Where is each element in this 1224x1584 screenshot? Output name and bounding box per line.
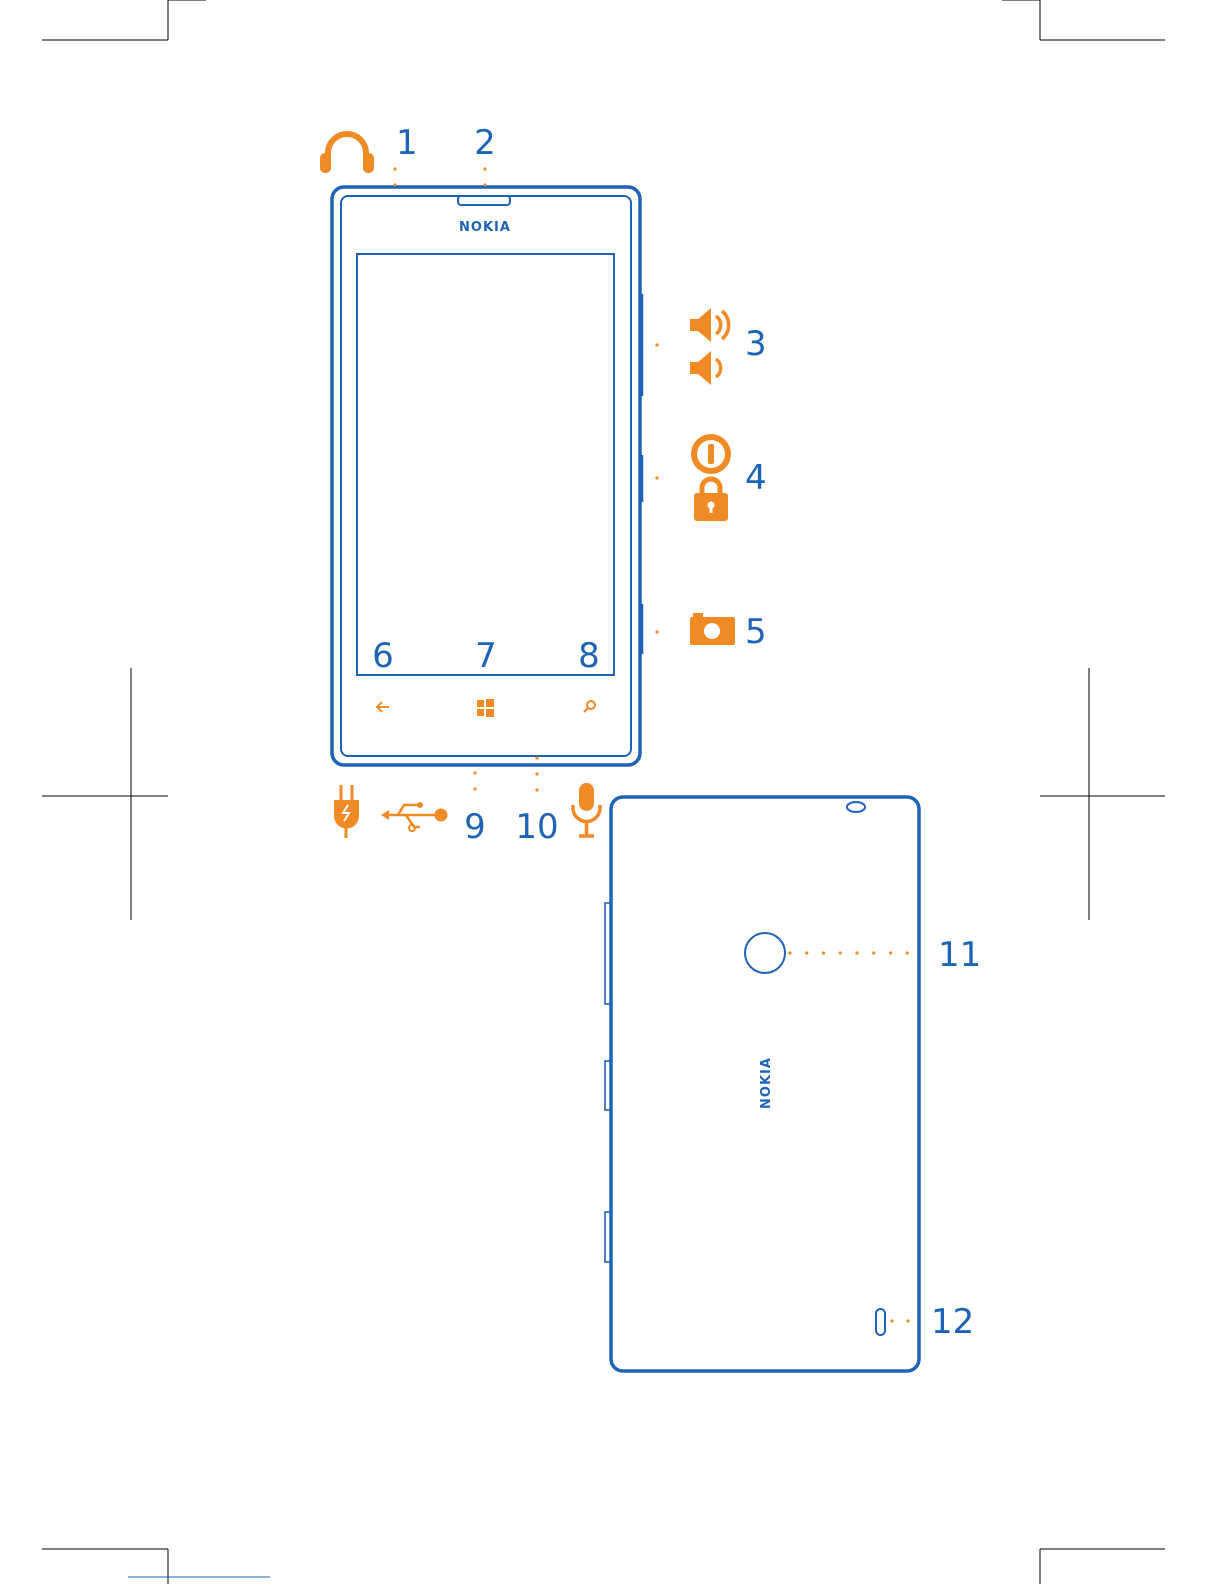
callout-12: 12 <box>931 1302 974 1342</box>
crop-marks <box>42 0 1165 1584</box>
back-flash <box>847 802 865 812</box>
power-icon <box>691 434 731 474</box>
callout-7: 7 <box>475 636 497 676</box>
front-body-outline <box>332 187 640 765</box>
windows-logo-icon <box>477 699 494 717</box>
front-brand-label: NOKIA <box>459 220 511 235</box>
speaker-volume-down-icon <box>690 351 721 385</box>
callout-11: 11 <box>938 935 981 975</box>
camera-lens <box>745 933 785 973</box>
back-arrow-icon <box>377 702 389 712</box>
callout-2: 2 <box>474 123 496 163</box>
callout-9: 9 <box>464 807 486 847</box>
earpiece-slot <box>458 196 510 205</box>
callout-5: 5 <box>745 612 767 652</box>
usb-icon <box>381 802 448 831</box>
loudspeaker-slot <box>876 1309 885 1335</box>
back-brand-label: NOKIA <box>759 1057 774 1109</box>
speaker-volume-up-icon <box>690 308 729 342</box>
callout-6: 6 <box>372 636 394 676</box>
camera-icon <box>690 613 735 645</box>
callout-3: 3 <box>745 324 767 364</box>
microphone-icon <box>573 783 600 836</box>
charger-plug-icon <box>334 785 359 838</box>
search-icon <box>584 701 595 712</box>
callout-10: 10 <box>515 807 558 847</box>
front-screen <box>357 254 614 675</box>
callout-leaders <box>395 169 924 1321</box>
phone-back: NOKIA <box>605 797 919 1371</box>
callout-4: 4 <box>745 458 767 498</box>
phone-front: NOKIA <box>332 187 642 765</box>
headphones-icon <box>320 134 374 173</box>
callout-1: 1 <box>396 123 418 163</box>
lock-icon <box>694 479 728 521</box>
callout-8: 8 <box>578 636 600 676</box>
